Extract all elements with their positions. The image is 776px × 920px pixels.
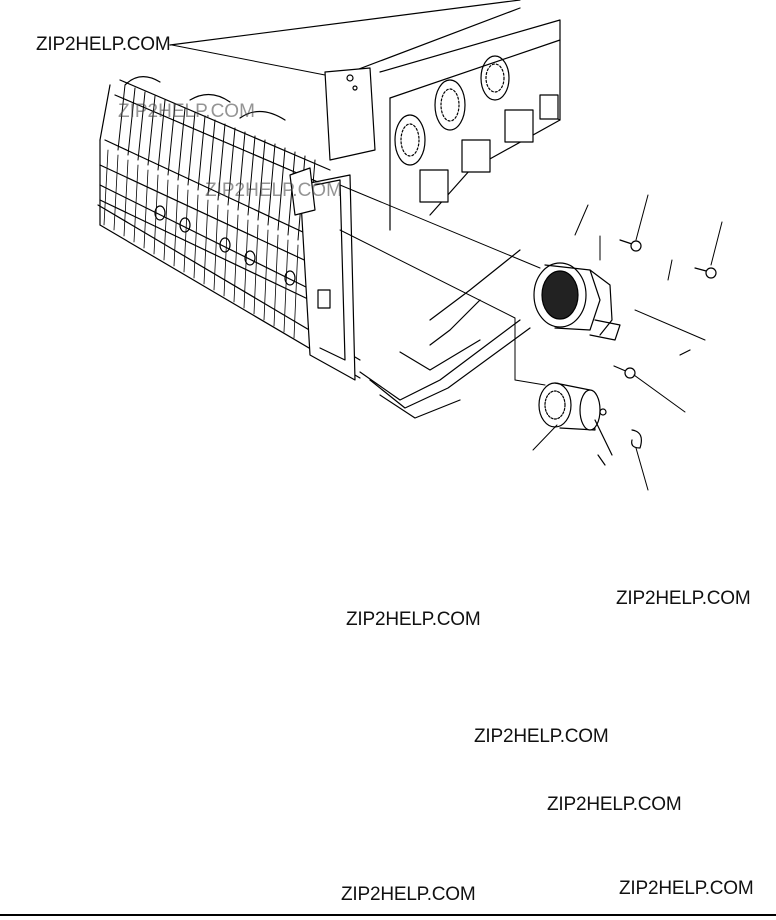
watermark-lower-right: ZIP2HELP.COM: [547, 794, 682, 815]
watermark-lower-center: ZIP2HELP.COM: [474, 726, 609, 747]
motor-upper: [533, 262, 621, 341]
rear-gears: [394, 55, 510, 166]
watermark-bottom-right: ZIP2HELP.COM: [619, 878, 754, 899]
watermark-top-left: ZIP2HELP.COM: [36, 34, 171, 55]
callout-leaders: [171, 44, 723, 491]
watermark-overlay-2: ZIP2HELP.COM: [205, 180, 342, 201]
watermark-bottom-center: ZIP2HELP.COM: [341, 884, 476, 905]
connector-blocks: [419, 94, 559, 203]
paper-feed-rollers: [99, 76, 331, 339]
watermark-mid-right: ZIP2HELP.COM: [616, 588, 751, 609]
watermark-mid-center: ZIP2HELP.COM: [346, 609, 481, 630]
exploded-parts-diagram: [97, 0, 723, 491]
watermark-overlay-1: ZIP2HELP.COM: [118, 101, 255, 122]
screws: [613, 239, 717, 449]
side-plate: [289, 67, 376, 381]
motor-lower: [538, 382, 613, 466]
bottom-divider: [0, 914, 776, 916]
